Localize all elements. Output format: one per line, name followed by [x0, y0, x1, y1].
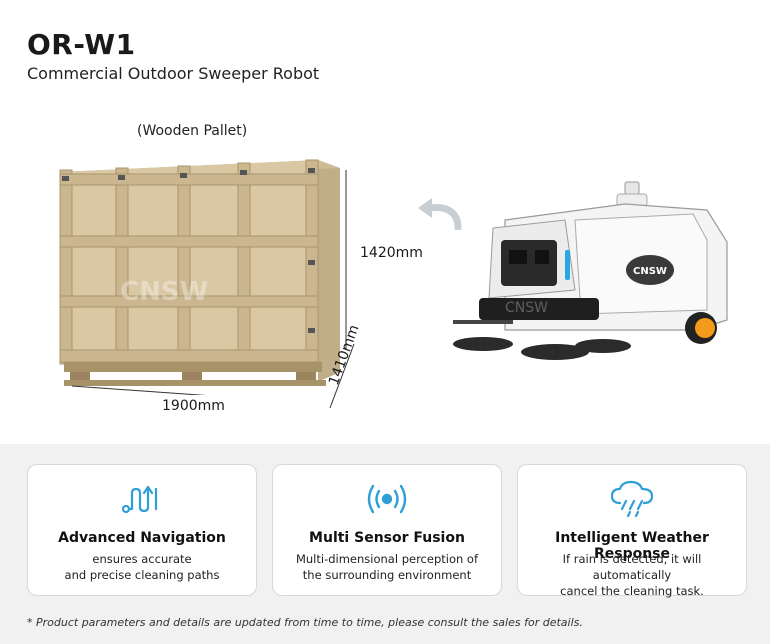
feature-description: If rain is detected, it will automatical… — [524, 551, 740, 599]
feature-card-navigation: Advanced Navigation ensures accurate and… — [27, 464, 257, 596]
feature-title: Advanced Navigation — [58, 530, 226, 546]
feature-desc-line: the surrounding environment — [302, 568, 472, 582]
feature-desc-line: cancel the cleaning task. — [560, 584, 704, 598]
footnote: * Product parameters and details are upd… — [27, 616, 583, 629]
sweeper-robot-image: CNSW CNSW — [453, 181, 728, 360]
product-subtitle: Commercial Outdoor Sweeper Robot — [27, 64, 320, 83]
robot-watermark: CNSW — [505, 300, 548, 316]
product-title: OR-W1 — [27, 28, 136, 61]
curved-arrow-icon — [418, 198, 462, 230]
feature-card-weather: Intelligent Weather Response If rain is … — [517, 464, 747, 599]
feature-desc-line: If rain is detected, it will automatical… — [562, 552, 702, 582]
depth-dimension-line — [329, 343, 355, 409]
wooden-crate-image: CNSW — [59, 159, 347, 395]
crate-watermark: CNSW — [120, 277, 208, 307]
navigation-path-icon — [121, 485, 158, 514]
feature-card-sensor: Multi Sensor Fusion Multi-dimensional pe… — [272, 464, 502, 596]
width-dimension: 1900mm — [162, 398, 225, 414]
rain-cloud-icon — [610, 480, 654, 518]
height-dimension: 1420mm — [360, 245, 423, 261]
pallet-label: (Wooden Pallet) — [137, 123, 248, 139]
feature-desc-line: and precise cleaning paths — [64, 568, 220, 582]
feature-description: Multi-dimensional perception of the surr… — [279, 551, 495, 583]
feature-desc-line: ensures accurate — [92, 552, 192, 566]
feature-title: Multi Sensor Fusion — [309, 530, 465, 546]
feature-description: ensures accurate and precise cleaning pa… — [34, 551, 250, 583]
sensor-signal-icon — [367, 484, 407, 514]
feature-desc-line: Multi-dimensional perception of — [295, 552, 479, 566]
robot-brand-badge: CNSW — [633, 266, 667, 277]
feature-title: Intelligent Weather Response — [555, 530, 709, 562]
